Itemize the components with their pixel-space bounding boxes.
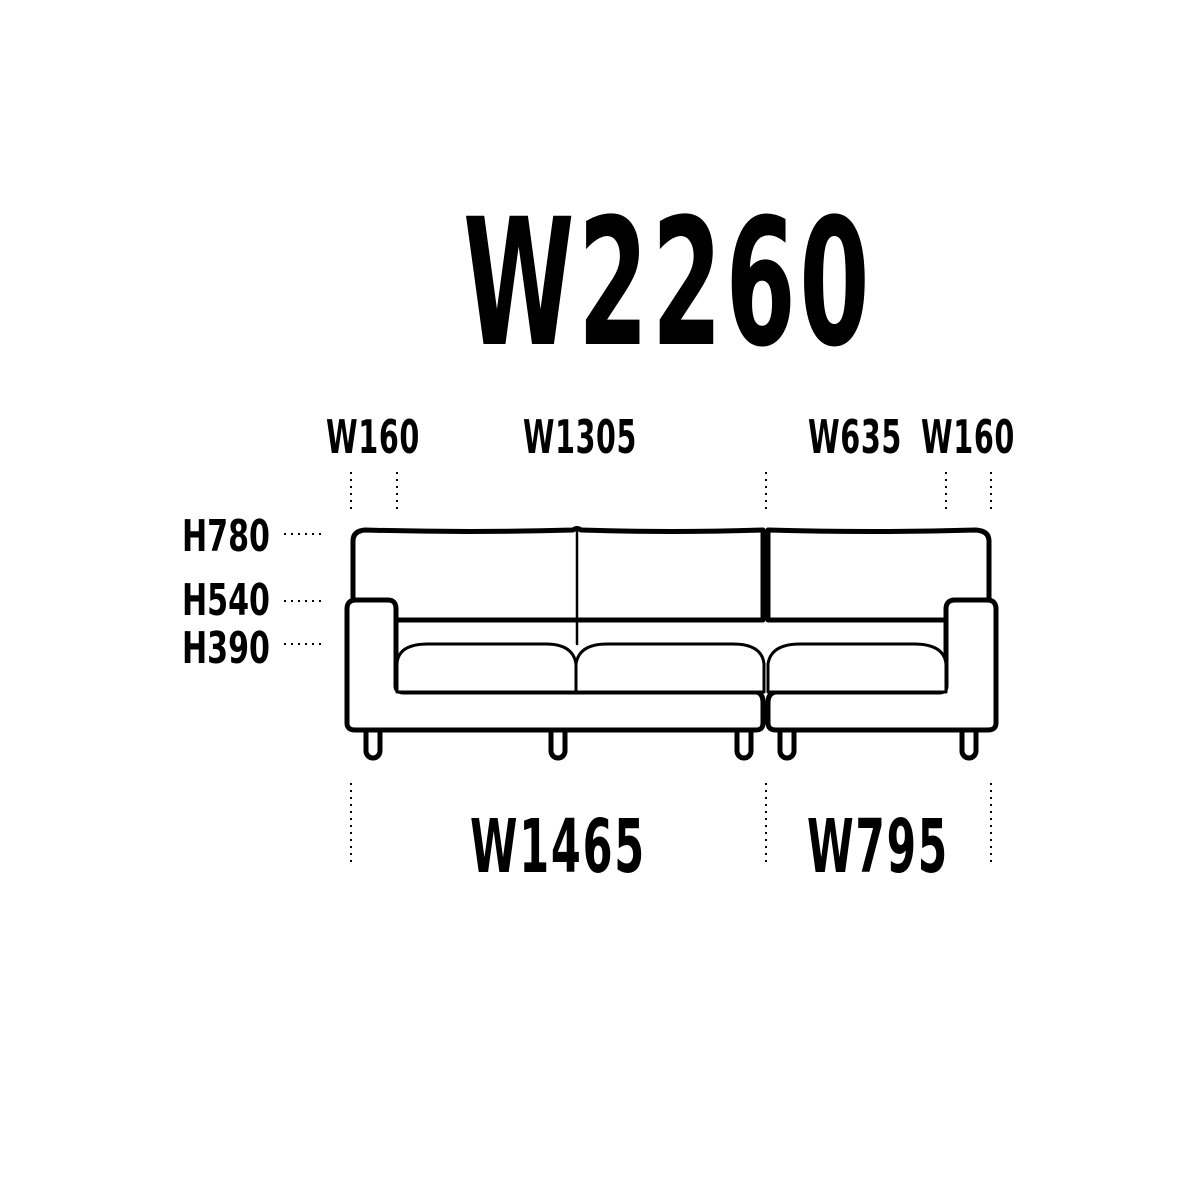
right-seat-width-label: W635 [808, 410, 902, 464]
height-dimension-guides [284, 533, 324, 645]
total-width-label: W2260 [463, 181, 873, 386]
seat-height-label: H390 [182, 623, 270, 674]
seat-section-width-label: W1305 [523, 410, 637, 464]
right-arm-width-label: W160 [921, 410, 1015, 464]
seat-cushion-right [766, 642, 948, 694]
left-arm-width-label: W160 [326, 410, 420, 464]
top-dimension-guides [350, 472, 992, 512]
arm-height-label: H540 [182, 575, 270, 626]
right-module-width-label: W795 [807, 804, 949, 890]
right-module-backrest [765, 527, 992, 623]
left-module-backrest [350, 526, 766, 623]
seat-cushion-left [395, 642, 578, 694]
left-module-body [344, 597, 766, 733]
sofa-illustration [344, 526, 999, 761]
seat-cushion-middle [574, 642, 766, 694]
back-height-label: H780 [182, 511, 270, 562]
left-module-width-label: W1465 [470, 804, 646, 890]
